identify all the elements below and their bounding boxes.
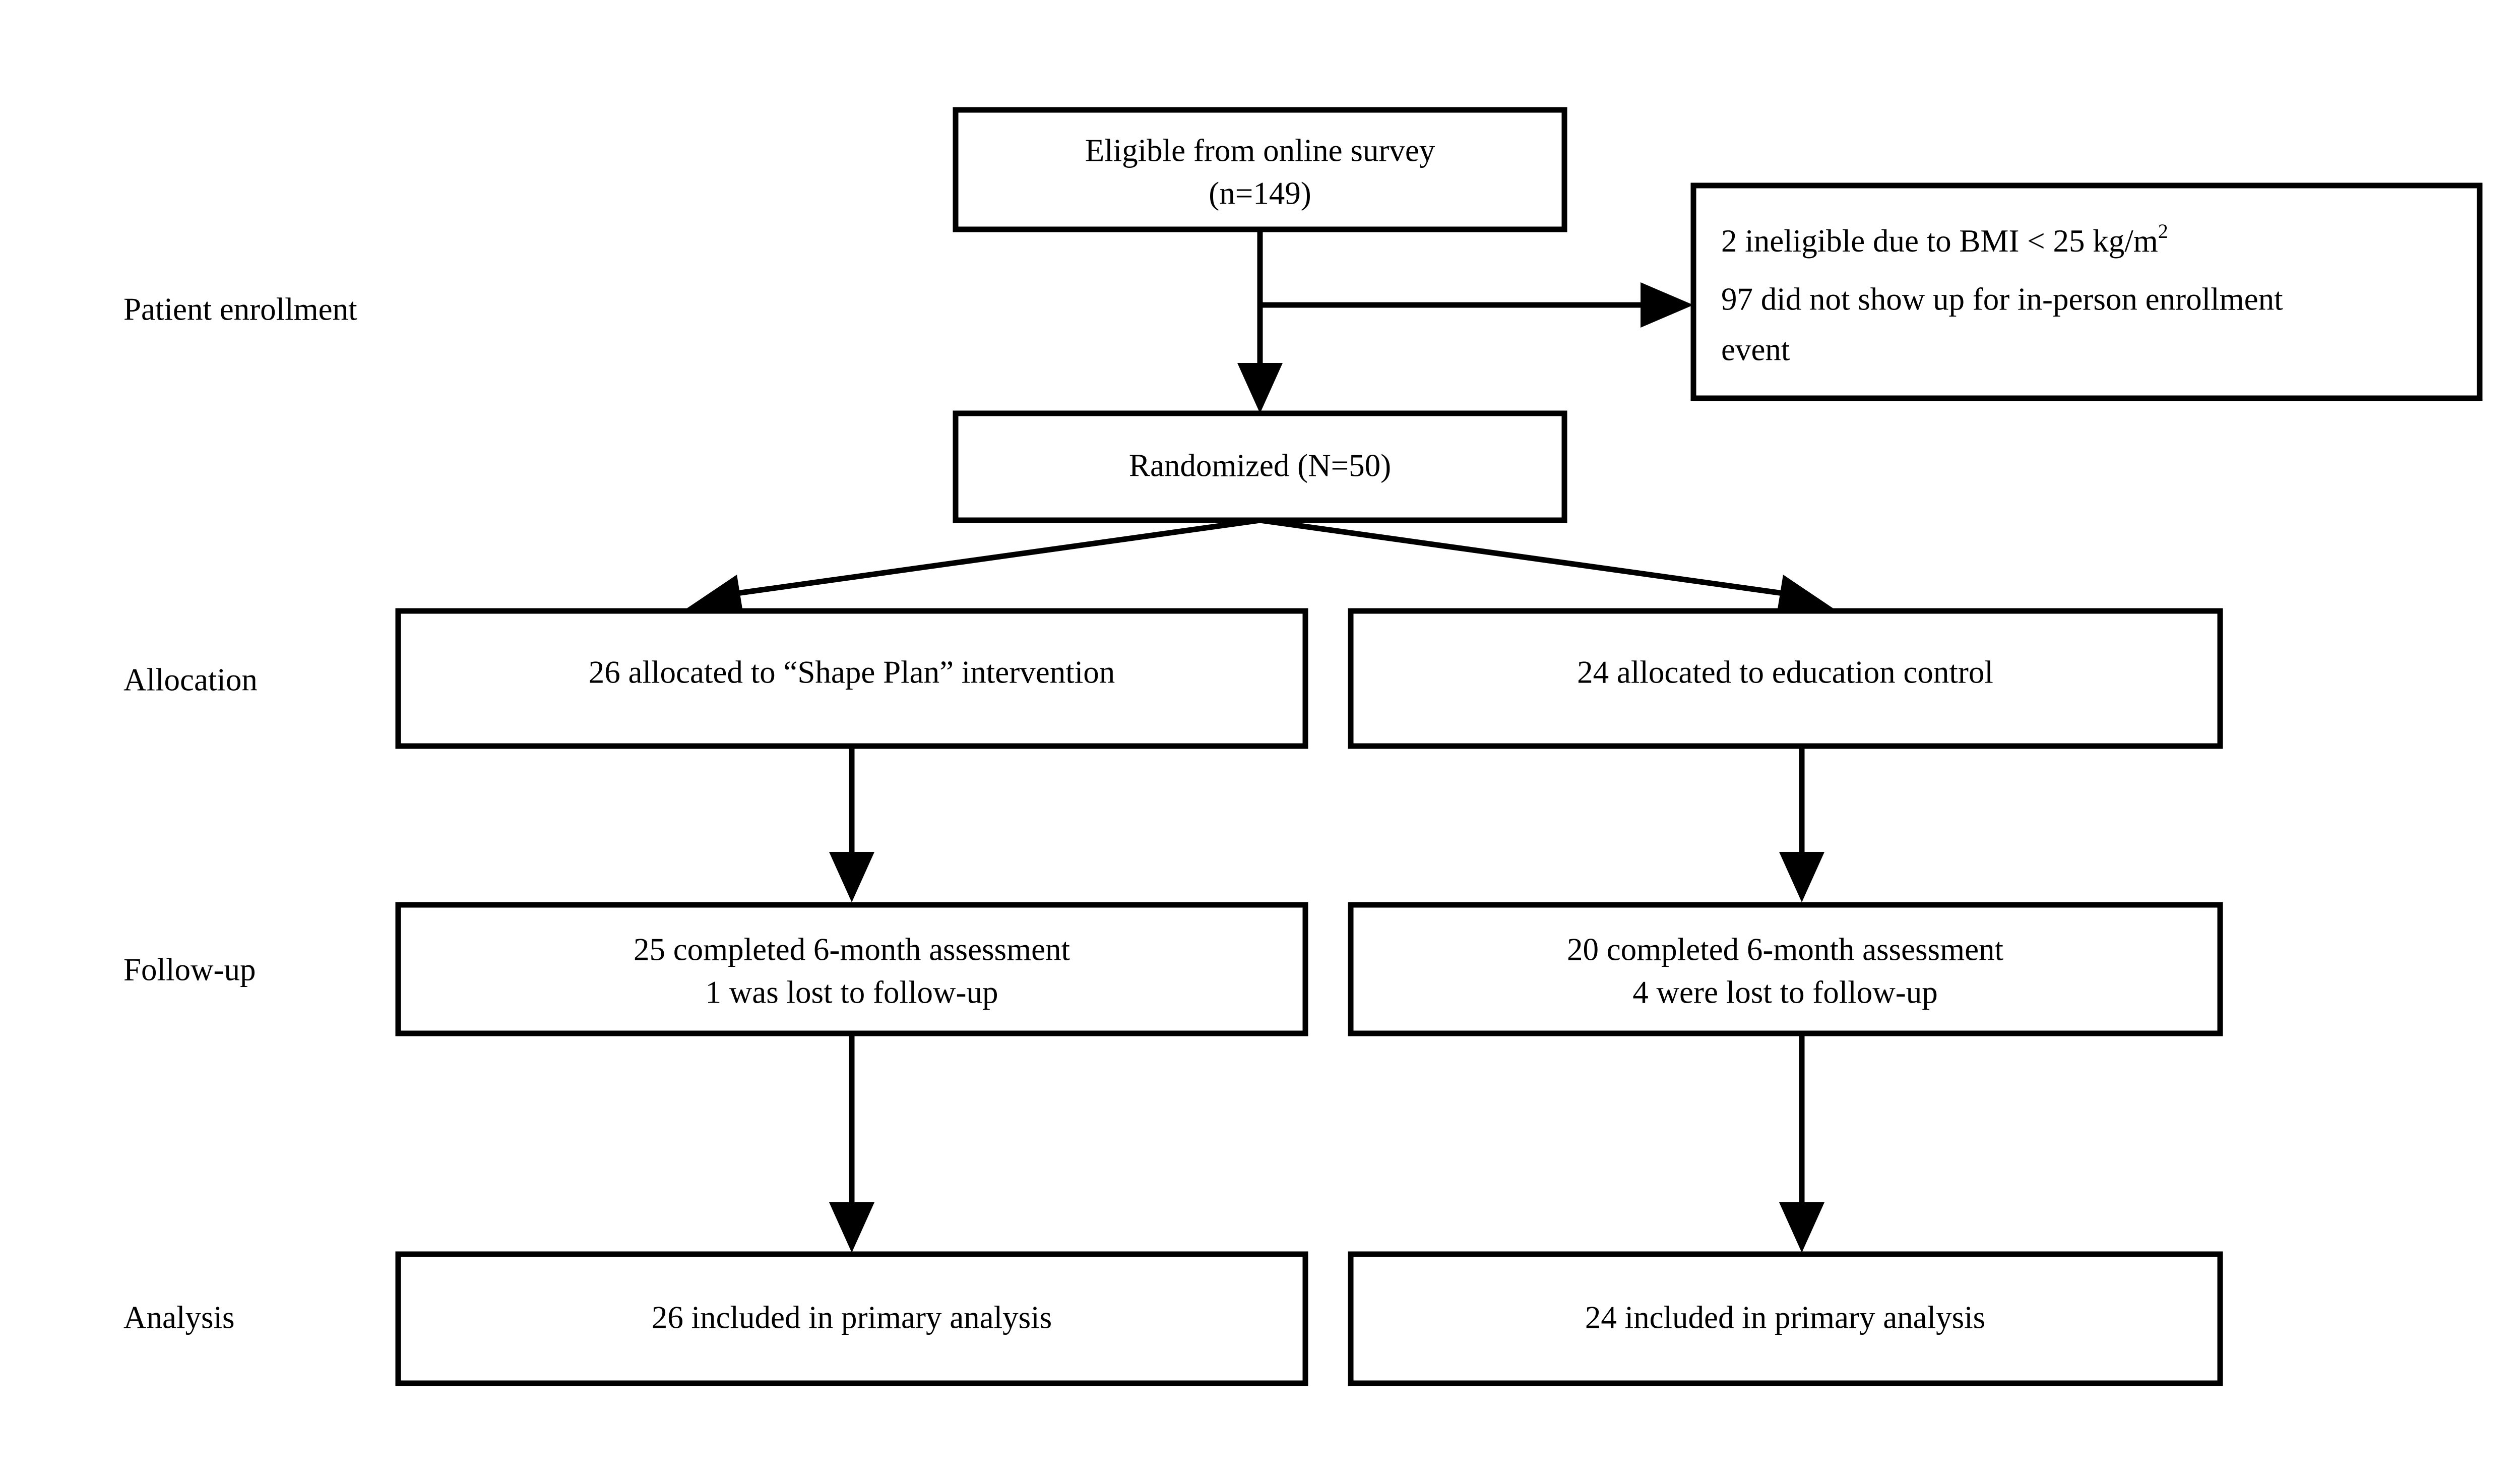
arrowhead-followup-intervention-to-analysis xyxy=(829,1202,874,1253)
node-excluded-line-1-superscript: 2 xyxy=(2158,220,2168,242)
node-analysis-control-line-1: 24 included in primary analysis xyxy=(1585,1300,1985,1335)
stage-label-allocation: Allocation xyxy=(123,662,258,697)
arrowhead-eligible-to-randomized xyxy=(1237,363,1283,413)
arrowhead-alloc-control-to-followup xyxy=(1779,852,1824,902)
arrowhead-randomized-to-alloc-intervention xyxy=(683,575,743,615)
node-eligible: Eligible from online survey (n=149) xyxy=(953,107,1567,232)
node-followup-intervention: 25 completed 6-month assessment 1 was lo… xyxy=(395,902,1308,1036)
node-followup-control-line-1: 20 completed 6-month assessment xyxy=(1567,932,2004,967)
connector-randomized-to-alloc-control xyxy=(1259,517,1812,600)
node-followup-control-line-2: 4 were lost to follow-up xyxy=(1632,974,1937,1010)
node-excluded-rect xyxy=(1690,182,2483,401)
node-followup-control: 20 completed 6-month assessment 4 were l… xyxy=(1348,902,2223,1036)
node-eligible-line-2: (n=149) xyxy=(1209,175,1311,211)
stage-label-follow-up: Follow-up xyxy=(123,952,256,987)
arrowhead-followup-control-to-analysis xyxy=(1779,1202,1824,1253)
node-followup-intervention-line-2: 1 was lost to follow-up xyxy=(706,974,998,1010)
node-analysis-control-rect xyxy=(1348,1251,2223,1386)
node-alloc-intervention-rect xyxy=(395,608,1308,749)
node-excluded-line-1: 2 ineligible due to BMI < 25 kg/m2 xyxy=(1721,220,2168,259)
node-randomized-line-1: Randomized (N=50) xyxy=(1129,448,1391,483)
arrowhead-randomized-to-alloc-control xyxy=(1777,575,1837,615)
node-followup-intervention-rect xyxy=(395,902,1308,1036)
node-analysis-control: 24 included in primary analysis xyxy=(1348,1251,2223,1386)
node-analysis-intervention-rect xyxy=(395,1251,1308,1386)
node-alloc-intervention-line-1: 26 allocated to “Shape Plan” interventio… xyxy=(589,654,1115,690)
node-followup-control-rect xyxy=(1348,902,2223,1036)
node-followup-intervention-line-1: 25 completed 6-month assessment xyxy=(634,932,1070,967)
node-alloc-intervention: 26 allocated to “Shape Plan” interventio… xyxy=(395,608,1308,749)
node-analysis-intervention: 26 included in primary analysis xyxy=(395,1251,1308,1386)
node-alloc-control: 24 allocated to education control xyxy=(1348,608,2223,749)
node-excluded-line-3: event xyxy=(1721,332,1790,367)
node-analysis-intervention-line-1: 26 included in primary analysis xyxy=(652,1300,1052,1335)
node-eligible-line-1: Eligible from online survey xyxy=(1085,133,1435,168)
arrowhead-alloc-intervention-to-followup xyxy=(829,852,874,902)
stage-label-patient-enrollment: Patient enrollment xyxy=(123,291,357,327)
node-excluded-line-1-text: 2 ineligible due to BMI < 25 kg/m xyxy=(1721,223,2158,259)
stage-label-analysis: Analysis xyxy=(123,1300,235,1335)
node-eligible-rect xyxy=(953,107,1567,232)
connector-randomized-to-alloc-intervention xyxy=(708,517,1261,600)
node-excluded-line-2: 97 did not show up for in-person enrollm… xyxy=(1721,281,2283,317)
node-alloc-control-rect xyxy=(1348,608,2223,749)
node-excluded: 2 ineligible due to BMI < 25 kg/m2 97 di… xyxy=(1690,182,2483,401)
node-randomized-rect xyxy=(953,410,1567,523)
arrowhead-eligible-to-excluded xyxy=(1641,282,1693,328)
node-alloc-control-line-1: 24 allocated to education control xyxy=(1577,654,1993,690)
node-randomized: Randomized (N=50) xyxy=(953,410,1567,523)
